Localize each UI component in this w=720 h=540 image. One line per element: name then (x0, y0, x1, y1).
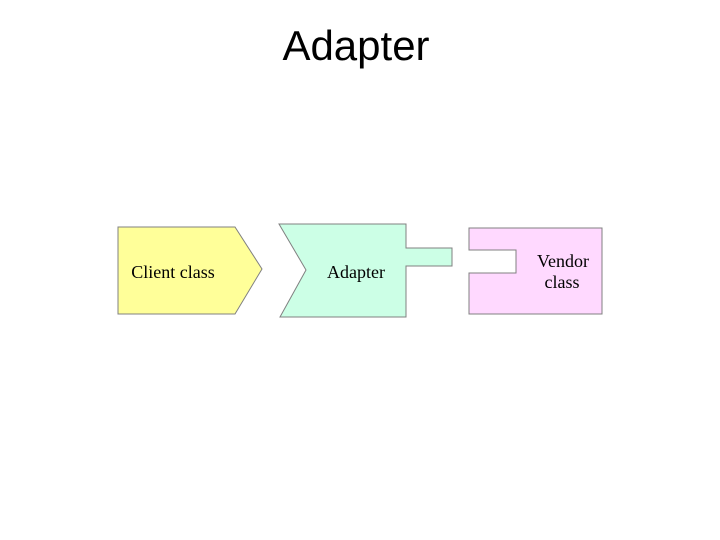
vendor-class-label-line2: class (545, 272, 580, 292)
client-class-shape: Client class (117, 226, 263, 315)
vendor-class-label-line1: Vendor (537, 251, 589, 271)
vendor-class-shape: Vendor class (468, 227, 603, 315)
vendor-class-body (468, 227, 603, 315)
adapter-shape: Adapter (278, 223, 453, 318)
adapter-label: Adapter (327, 262, 385, 282)
client-class-label: Client class (131, 262, 215, 282)
client-class-body (117, 226, 263, 315)
adapter-body (278, 223, 453, 318)
slide-title: Adapter (282, 22, 430, 69)
